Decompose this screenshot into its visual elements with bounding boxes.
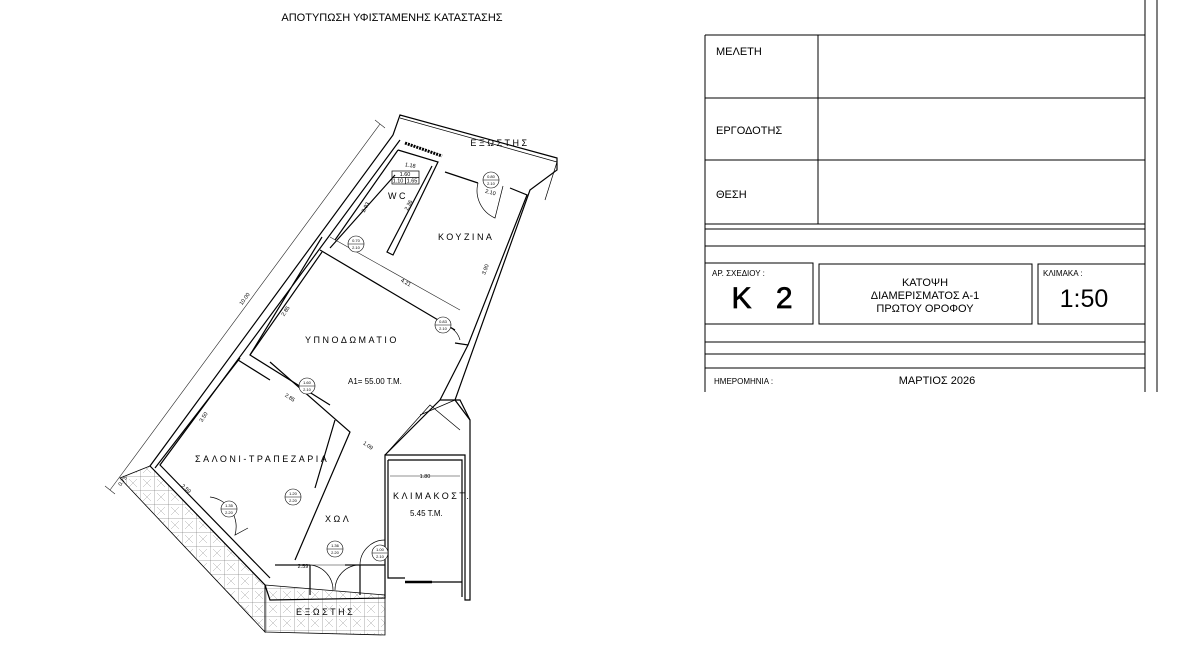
outer-wall: [149, 114, 558, 601]
entrance-door-swing: [309, 539, 386, 591]
room-wc: WC: [388, 191, 408, 201]
opening-width: 0.80: [487, 174, 496, 179]
dim-kitchen-depth: 3.90: [481, 264, 490, 276]
opening-width: 1.00: [376, 547, 385, 552]
opening-width: 1.36: [331, 543, 340, 548]
opening-height: 2.20: [331, 550, 340, 555]
dim-wc-len-b: 2.36: [404, 199, 414, 211]
room-stair: ΚΛΙΜΑΚΟΣΤ.: [393, 491, 471, 501]
inner-wall-line: [159, 139, 471, 579]
balcony-hatch-left: [119, 465, 266, 634]
title-line-1: ΚΑΤΟΨΗ: [902, 277, 948, 289]
opening-height: 2.10: [352, 245, 361, 250]
stair-area: 5.45 T.M.: [410, 509, 443, 518]
opening-height: 2.20: [225, 510, 234, 515]
room-living: ΣΑΛΟΝΙ-ΤΡΑΠΕΖΑΡΙΑ: [195, 454, 329, 464]
stair-walls: [387, 459, 463, 597]
opening-width: 1.60: [303, 380, 312, 385]
kitchen-walls: [319, 171, 528, 346]
drawing-number: K 2: [731, 282, 800, 315]
dim-living-bottom: 2.59: [180, 483, 192, 494]
opening-tag: 1.60 2.10: [298, 377, 316, 395]
employer-label: ΕΡΓΟΔΟΤΗΣ: [716, 125, 782, 137]
balcony-top-outline: [399, 117, 558, 201]
svg-text:1.65: 1.65: [407, 179, 418, 185]
opening-tag: 0.80 2.10: [482, 171, 500, 189]
dim-wc-len-a: 2.93: [361, 201, 371, 213]
dim-cross-wall: 4.21: [399, 278, 411, 289]
dim-living-len: 3.50: [199, 411, 210, 423]
room-balcony-bottom: ΕΞΩΣΤΗΣ: [296, 607, 355, 617]
opening-height: 2.10: [439, 326, 448, 331]
opening-tag: 1.00 2.10: [371, 544, 389, 562]
room-kitchen: ΚΟΥΖΙΝΑ: [438, 232, 494, 242]
opening-width: 0.83: [439, 319, 448, 324]
dimension-line-overall: [104, 119, 386, 495]
title-line-3: ΠΡΩΤΟΥ ΟΡΟΦΟΥ: [876, 303, 974, 315]
opening-tag: 0.83 2.10: [434, 316, 452, 334]
room-bedroom: ΥΠΝΟΔΩΜΑΤΙΟ: [305, 335, 399, 345]
apartment-area: A1= 55.00 T.M.: [348, 377, 402, 386]
opening-width: 0.70: [352, 238, 361, 243]
opening-tag: 1.35 2.20: [220, 500, 238, 518]
room-hall: ΧΩΛ: [325, 514, 351, 524]
opening-tags: 0.80 2.10 0.70 2.10 0.83 2.10 1.60 2.10 …: [220, 171, 500, 562]
opening-tag: 1.20 2.20: [284, 488, 302, 506]
dim-living-top: 2.85: [283, 393, 295, 404]
living-walls: [154, 357, 351, 561]
wc-walls: [334, 149, 439, 256]
dim-hall-bottom: 2.59: [298, 564, 309, 570]
date-value: ΜΑΡΤΙΟΣ 2026: [899, 375, 976, 387]
date-label: ΗΜΕΡΟΜΗΝΙΑ :: [714, 377, 773, 386]
opening-tag: 1.36 2.20: [326, 540, 344, 558]
svg-text:1.60: 1.60: [400, 172, 411, 178]
room-balcony-top: ΕΞΩΣΤΗΣ: [470, 138, 529, 148]
dim-wc-width: 1.18: [404, 162, 416, 170]
opening-height: 2.10: [487, 181, 496, 186]
dim-kitchen-door: 2.10: [484, 189, 496, 198]
scale-value: 1:50: [1060, 285, 1109, 313]
title-block: ΜΕΛΕΤΗ ΕΡΓΟΔΟΤΗΣ ΘΕΣΗ ΑΡ. ΣΧΕΔΙΟΥ : K 2 …: [704, 0, 1158, 392]
dim-bedroom-len: 2.85: [281, 305, 292, 317]
wc-window: [404, 141, 443, 158]
opening-tag: 0.70 2.10: [347, 235, 365, 253]
floor-plan: 10.00 0.75 ΕΞΩΣΤΗΣ WC 1.60 1.10 1.65 1.1…: [104, 114, 558, 636]
scale-label: ΚΛΙΜΑΚΑ :: [1043, 269, 1083, 278]
drawing-number-label: ΑΡ. ΣΧΕΔΙΟΥ :: [712, 269, 765, 278]
opening-height: 2.20: [289, 498, 298, 503]
dim-overall: 10.00: [239, 292, 252, 307]
balcony-hatch-bottom: [264, 584, 386, 636]
location-label: ΘΕΣΗ: [716, 189, 747, 201]
dim-hall-width: 1.09: [361, 441, 373, 452]
opening-width: 1.20: [289, 491, 298, 496]
svg-text:1.10: 1.10: [393, 179, 404, 185]
kitchen-door-swing: [476, 182, 504, 219]
dim-wall-thickness: 0.75: [118, 475, 129, 487]
stair-flight: [384, 399, 461, 456]
wc-window-tag: 1.60 1.10 1.65: [391, 170, 420, 185]
opening-height: 2.10: [303, 387, 312, 392]
dim-stair-width: 1.80: [420, 474, 431, 480]
drawing-title: ΑΠΟΤΥΠΩΣΗ ΥΦΙΣΤΑΜΕΝΗΣ ΚΑΤΑΣΤΑΣΗΣ: [281, 12, 502, 24]
opening-width: 1.35: [225, 503, 234, 508]
study-label: ΜΕΛΕΤΗ: [716, 46, 762, 58]
title-line-2: ΔΙΑΜΕΡΙΣΜΑΤΟΣ Α-1: [871, 290, 980, 302]
opening-height: 2.10: [376, 554, 385, 559]
